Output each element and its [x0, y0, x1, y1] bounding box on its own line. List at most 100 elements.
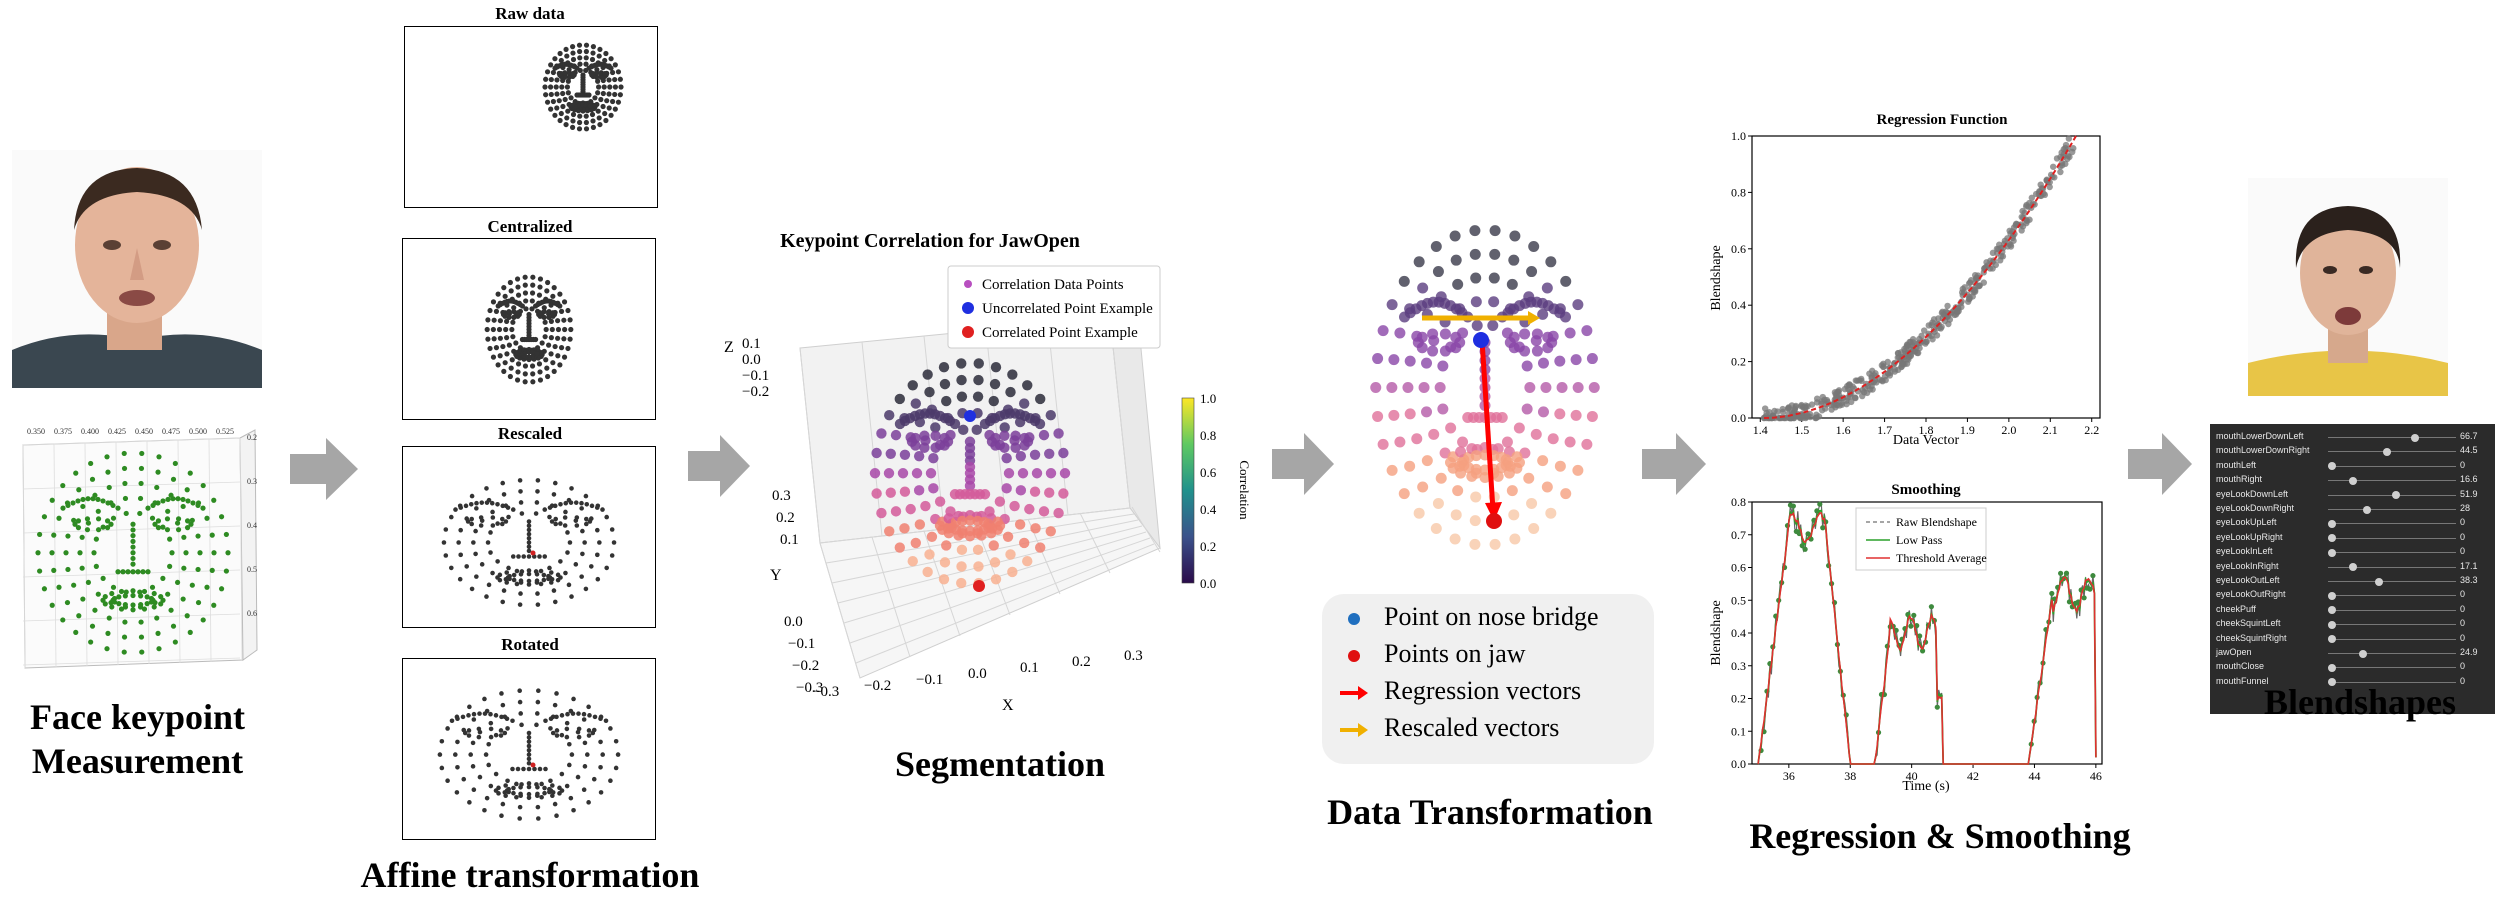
blendshape-slider-knob[interactable]: [2383, 447, 2392, 456]
transform-point: [1488, 296, 1500, 308]
blendshape-slider[interactable]: [2328, 609, 2456, 611]
transform-point: [1570, 354, 1582, 366]
regression-sample-point: [1965, 280, 1973, 287]
affine-point: [543, 326, 549, 333]
blendshape-slider-knob[interactable]: [2328, 635, 2336, 644]
affine-point: [488, 783, 494, 789]
affine-point: [501, 368, 507, 374]
blendshape-slider-knob[interactable]: [2375, 577, 2384, 586]
blendshape-slider-knob[interactable]: [2362, 505, 2371, 514]
blendshape-slider-knob[interactable]: [2348, 476, 2357, 485]
transform-point: [1586, 410, 1598, 422]
smoothing-raw-point: [1934, 704, 1940, 710]
transform-point: [1417, 481, 1429, 493]
regression-sample-point: [1828, 406, 1835, 413]
blendshape-slider[interactable]: [2328, 595, 2456, 597]
affine-point: [526, 519, 532, 524]
affine-point: [517, 804, 523, 810]
blendshape-slider[interactable]: [2328, 566, 2456, 568]
flow-arrow-1: [290, 438, 358, 500]
blendshape-slider-knob[interactable]: [2328, 519, 2336, 528]
affine-point: [488, 550, 493, 555]
affine-point: [535, 784, 540, 790]
correlation-point: [925, 468, 937, 479]
blendshape-slider-knob[interactable]: [2392, 491, 2401, 500]
blendshape-slider[interactable]: [2328, 653, 2456, 654]
blendshape-slider-knob[interactable]: [2328, 663, 2336, 672]
affine-point: [555, 326, 562, 333]
blendshape-slider-knob[interactable]: [2328, 534, 2336, 543]
blendshape-slider[interactable]: [2328, 624, 2456, 626]
affine-point: [500, 503, 506, 509]
keypoint-marker: [144, 594, 150, 600]
keypoint-marker: [183, 550, 189, 556]
affine-point: [574, 515, 580, 520]
blendshape-slider-knob[interactable]: [2328, 462, 2336, 471]
affine-point: [595, 90, 601, 96]
smoothing-raw-point: [2081, 595, 2087, 601]
blendshape-slider[interactable]: [2328, 494, 2456, 496]
blendshape-slider[interactable]: [2328, 451, 2456, 453]
affine-point: [564, 734, 570, 740]
blendshape-slider-knob[interactable]: [2328, 591, 2336, 600]
regression-sample-point: [1966, 295, 1973, 302]
keypoint-marker: [75, 518, 82, 524]
blendshape-slider[interactable]: [2328, 552, 2456, 554]
affine-point: [529, 306, 535, 312]
keypoint-marker: [137, 510, 143, 517]
affine-point: [486, 741, 491, 747]
blendshape-slider-knob[interactable]: [2349, 563, 2358, 572]
correlation-z-tick: 0.0: [742, 352, 761, 368]
blendshape-slider[interactable]: [2328, 465, 2456, 467]
affine-point: [592, 714, 598, 720]
affine-point: [486, 762, 491, 768]
blendshape-slider[interactable]: [2328, 581, 2456, 582]
blendshape-slider-knob[interactable]: [2328, 606, 2336, 615]
transform-point: [1471, 319, 1483, 331]
blendshape-slider-knob[interactable]: [2358, 649, 2367, 658]
blendshape-value: 0: [2460, 459, 2466, 470]
transform-point: [1501, 436, 1513, 448]
affine-point: [458, 552, 463, 558]
correlation-point: [910, 432, 921, 444]
correlation-point: [1029, 486, 1041, 497]
blendshape-slider[interactable]: [2328, 681, 2456, 683]
correlation-point: [1015, 485, 1027, 496]
blendshape-slider[interactable]: [2328, 537, 2456, 539]
blendshape-slider[interactable]: [2328, 667, 2456, 669]
affine-point: [497, 335, 503, 341]
blendshape-slider[interactable]: [2328, 638, 2456, 640]
blendshape-slider[interactable]: [2328, 523, 2456, 525]
keypoint-marker: [91, 550, 97, 556]
transform-point: [1542, 331, 1554, 343]
blendshape-slider-knob[interactable]: [2328, 548, 2336, 557]
keypoint-marker: [130, 555, 136, 562]
affine-point: [547, 565, 552, 571]
affine-point: [495, 521, 500, 526]
regression-sample-point: [1852, 377, 1860, 384]
affine-point: [544, 288, 550, 294]
keypoint-marker: [56, 515, 62, 521]
affine-point: [467, 704, 472, 710]
affine-point: [474, 500, 479, 506]
affine-point: [588, 564, 594, 569]
transform-point: [1528, 241, 1540, 253]
blendshape-slider-knob[interactable]: [2328, 620, 2336, 629]
blendshape-slider[interactable]: [2328, 480, 2456, 482]
blendshape-slider[interactable]: [2328, 509, 2456, 510]
blendshape-slider-knob[interactable]: [2328, 678, 2336, 687]
correlation-point: [990, 432, 1001, 444]
blendshape-slider[interactable]: [2328, 437, 2456, 438]
affine-point: [590, 730, 596, 736]
keypoint-marker: [218, 586, 225, 592]
affine-point: [503, 783, 508, 788]
regression-sample-point: [1918, 332, 1925, 340]
regression-sample-point: [1819, 393, 1826, 401]
transform-point: [1519, 345, 1531, 357]
smoothing-raw-point: [1820, 525, 1826, 531]
keypoint-marker: [130, 602, 136, 608]
regression-sample-point: [2046, 183, 2053, 191]
correlation-point: [1044, 487, 1055, 498]
blendshape-slider-knob[interactable]: [2410, 433, 2419, 442]
transform-point: [1489, 225, 1501, 237]
